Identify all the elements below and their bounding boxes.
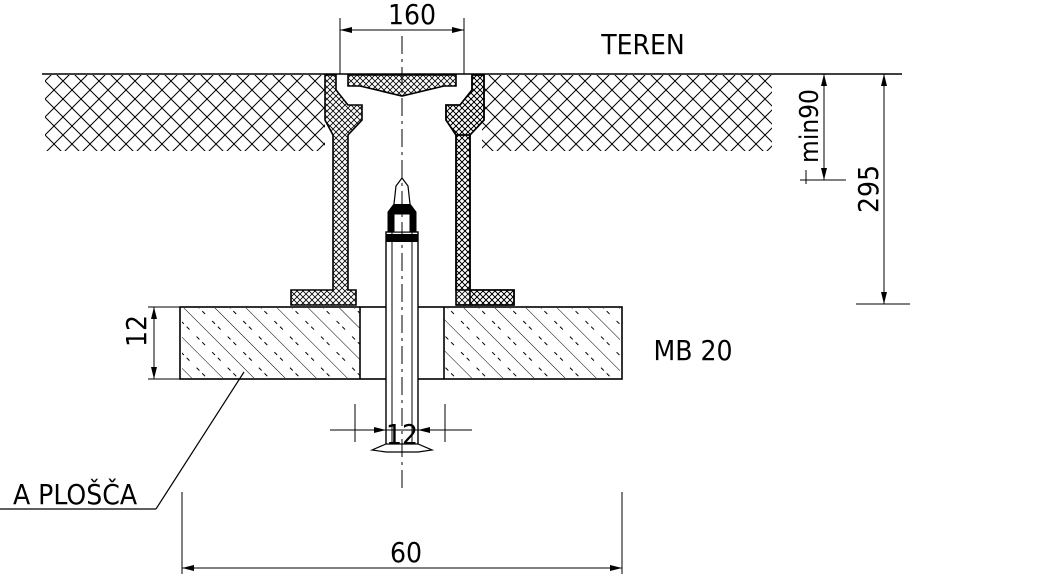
dimension-total-depth xyxy=(856,74,910,305)
label-terrain: TEREN xyxy=(600,28,685,61)
slab-leader xyxy=(0,371,245,510)
housing-lid xyxy=(347,74,457,97)
dimension-slab-thickness xyxy=(148,306,180,380)
label-concrete-grade: MB 20 xyxy=(653,334,732,367)
label-slab-width: 60 xyxy=(390,536,422,569)
label-top-width: 160 xyxy=(388,0,436,31)
dimension-rod-diameter xyxy=(330,404,472,442)
label-rod-diameter: 12 xyxy=(386,418,418,451)
label-slab: A PLOŠČA xyxy=(13,477,138,511)
dimension-top-width xyxy=(339,18,465,74)
terrain-section xyxy=(42,73,902,151)
valve-housing xyxy=(290,74,515,306)
dimension-slab-width xyxy=(181,492,623,574)
label-min-depth: min90 xyxy=(795,89,825,163)
label-slab-thickness: 12 xyxy=(120,315,153,347)
dimension-min-depth xyxy=(800,74,846,184)
label-total-depth: 295 xyxy=(852,165,885,213)
